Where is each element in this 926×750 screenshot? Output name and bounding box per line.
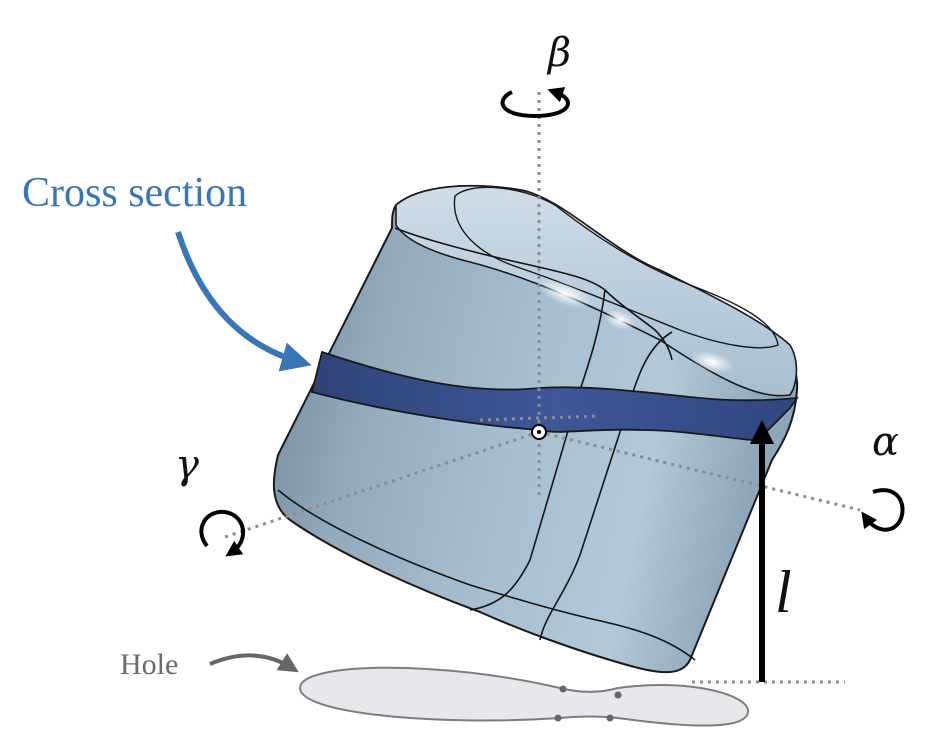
hole-label: Hole — [120, 648, 178, 681]
cross-section-arrow — [175, 231, 312, 372]
length-label: l — [775, 559, 792, 625]
hole-vertex — [614, 691, 622, 699]
circular-arrow-icon — [199, 509, 246, 557]
hole-vertex — [559, 685, 567, 693]
circular-arrow-icon — [861, 488, 905, 532]
highlight — [604, 309, 636, 331]
hole-shape — [298, 666, 749, 727]
body-seam — [539, 331, 673, 641]
alpha-label: α — [872, 419, 899, 465]
body-seam — [277, 489, 696, 661]
hole-vertex — [606, 714, 614, 722]
body-seam — [394, 227, 606, 291]
body-seam — [604, 289, 673, 361]
hole-arrow — [209, 653, 299, 673]
highlight — [690, 350, 734, 374]
beta-label: β — [546, 30, 571, 76]
highlight — [538, 279, 592, 309]
circular-arrow-icon — [500, 87, 570, 119]
hole-vertex — [554, 714, 562, 722]
center-point-dot — [537, 430, 541, 434]
cross-section-label: Cross section — [22, 170, 247, 216]
gamma-label: γ — [175, 442, 199, 488]
top-face-inner-rim — [453, 186, 779, 349]
